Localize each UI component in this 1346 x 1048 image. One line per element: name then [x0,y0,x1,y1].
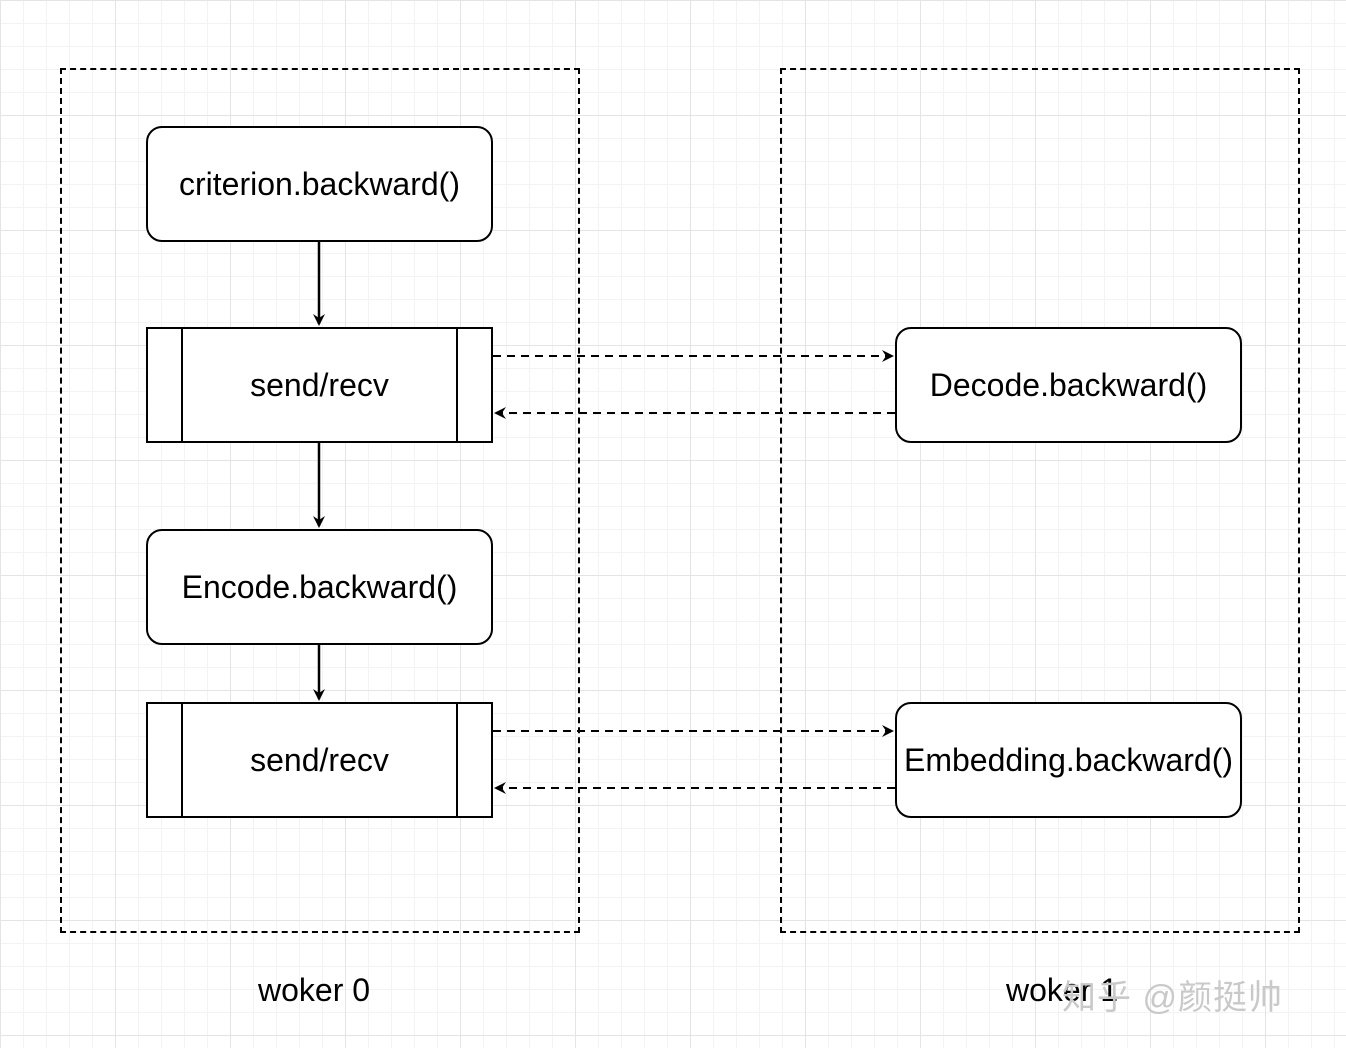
send-recv-node-2[interactable]: send/recv [146,702,493,818]
zhihu-watermark: 知乎 @颜挺帅 [1062,979,1283,1017]
encode-backward-label: Encode.backward() [181,568,458,605]
embedding-backward-label: Embedding.backward() [903,741,1234,778]
send-recv-node-1[interactable]: send/recv [146,327,493,443]
criterion-backward-node[interactable]: criterion.backward() [146,126,493,242]
worker-1-label: woker 1 [1006,972,1119,1008]
worker-0-label: woker 0 [258,972,371,1008]
decode-backward-node[interactable]: Decode.backward() [895,327,1242,443]
worker-0-group [60,68,580,933]
send-recv-label-2: send/recv [250,741,389,778]
encode-backward-node[interactable]: Encode.backward() [146,529,493,645]
embedding-backward-node[interactable]: Embedding.backward() [895,702,1242,818]
decode-backward-label: Decode.backward() [929,366,1208,403]
worker-1-group [780,68,1300,933]
send-recv-label-1: send/recv [250,366,389,403]
criterion-backward-label: criterion.backward() [179,165,460,202]
